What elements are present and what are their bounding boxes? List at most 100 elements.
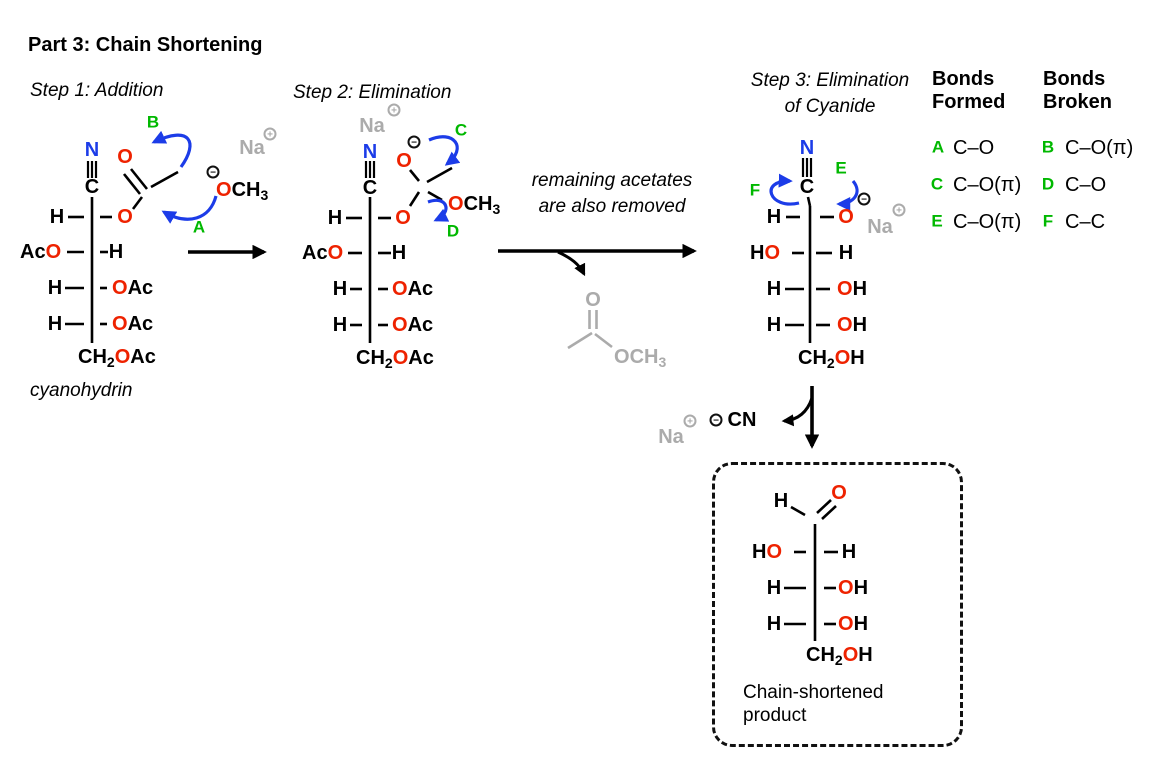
step3-label: Step 3: Elimination of Cyanide (751, 68, 909, 119)
s3-nitrile-n: N (799, 137, 815, 159)
legend-bond-a: C–O (953, 137, 995, 159)
s1-c1-h: H (49, 206, 65, 228)
step1-skeleton (65, 161, 179, 343)
s3-c4-oh: OH (837, 314, 868, 336)
product-c3-oh: OH (838, 577, 869, 599)
legend-bond-d: C–O (1065, 174, 1107, 196)
legend-key-f: F (1042, 211, 1054, 231)
curved-arrow-d (427, 198, 450, 222)
s2-alkoxide-o: O (396, 150, 412, 172)
step3-skeleton (785, 158, 834, 343)
cyanide-branch-arrow (781, 397, 814, 427)
s1-nitrile-n: N (84, 139, 100, 161)
curved-arrow-e (836, 179, 859, 212)
product-skeleton (784, 499, 838, 641)
s3-c2-h: H (838, 242, 854, 264)
cyanide-cn-label: CN (727, 409, 757, 431)
legend-key-c: C (930, 174, 944, 194)
s1-nitrile-c: C (84, 176, 100, 198)
legend-key-d: D (1041, 174, 1055, 194)
s2-c3-oac: OAc (392, 278, 434, 300)
product-aldehyde-o: O (831, 482, 847, 504)
cyanide-sodium-label: Na (658, 426, 684, 448)
s1-c2-aco: AcO (20, 241, 62, 263)
s1-molecule-caption: cyanohydrin (30, 380, 133, 401)
s3-c5-ch2oh: CH2OH (798, 347, 865, 371)
s1-c4-h: H (47, 313, 63, 335)
s1-c5-ch2oac: CH2OAc (78, 346, 156, 370)
s3-nitrile-c: C (799, 176, 815, 198)
legend-bond-c: C–O(π) (953, 174, 1022, 196)
legend-broken-header: Bonds Broken (1043, 68, 1112, 113)
s1-c3-h: H (47, 277, 63, 299)
s1-arrow-label-a: A (192, 217, 206, 237)
legend-bond-e: C–O(π) (953, 211, 1022, 233)
step1-label: Step 1: Addition (30, 80, 164, 101)
legend-bond-f: C–C (1065, 211, 1106, 233)
s2-nitrile-n: N (362, 141, 378, 163)
s3-c3-oh: OH (837, 278, 868, 300)
note-line2: are also removed (538, 195, 686, 217)
step3-label-line1: Step 3: Elimination (750, 70, 910, 91)
note-line1: remaining acetates (531, 170, 693, 191)
s2-ome-label: OCH3 (448, 193, 501, 217)
product-c4-h: H (766, 613, 782, 635)
product-caption-line2: product (743, 704, 807, 726)
note-text: remaining acetates are also removed (532, 168, 693, 219)
s1-methoxide-label: OCH3 (216, 179, 269, 203)
s3-c1-o: O (838, 206, 854, 228)
product-c5-ch2oh: CH2OH (806, 644, 873, 668)
product-box (712, 462, 963, 747)
s3-c1-h: H (766, 206, 782, 228)
s1-methoxide-minus-charge: − (206, 165, 220, 179)
cyanide-sodium-plus-charge: + (683, 414, 697, 428)
step2-skeleton (346, 161, 453, 343)
s1-carbonyl-o: O (117, 146, 133, 168)
curved-arrow-c (428, 135, 461, 166)
s1-c3-oac: OAc (112, 277, 154, 299)
step2-label: Step 2: Elimination (293, 82, 452, 103)
curved-arrow-a (161, 195, 218, 224)
cyanide-minus-charge: − (709, 413, 723, 427)
s2-sodium-plus-charge: + (387, 103, 401, 117)
s2-arrow-label-c: C (454, 120, 468, 140)
product-c4-oh: OH (838, 613, 869, 635)
product-aldehyde-h: H (773, 490, 789, 512)
s2-c2-h: H (391, 242, 407, 264)
s3-sodium-label: Na (867, 216, 893, 238)
s1-sodium-label: Na (239, 137, 265, 159)
s1-arrow-label-b: B (146, 112, 160, 132)
s1-c4-oac: OAc (112, 313, 154, 335)
product-c2-ho: HO (752, 541, 783, 563)
curved-arrow-f (769, 173, 800, 206)
product-caption: Chain-shortened product (743, 682, 883, 728)
product-c2-h: H (841, 541, 857, 563)
s1-c2-h: H (108, 241, 124, 263)
s2-c5-ch2oac: CH2OAc (356, 347, 434, 371)
curved-arrow-b (151, 130, 192, 168)
s1-c1-o: O (117, 206, 133, 228)
s2-c1-o: O (395, 207, 411, 229)
step3-label-line2: of Cyanide (784, 95, 876, 117)
byproduct-branch-arrow (557, 250, 586, 277)
s3-arrow-label-e: E (835, 158, 847, 178)
s3-c2-ho: HO (750, 242, 781, 264)
byproduct-skeleton (567, 310, 613, 350)
page-title: Part 3: Chain Shortening (28, 34, 263, 56)
s2-c1-h: H (327, 207, 343, 229)
legend-key-a: A (931, 137, 945, 157)
s3-arrow-label-f: F (749, 180, 761, 200)
s3-sodium-plus-charge: + (892, 203, 906, 217)
s3-c3-h: H (766, 278, 782, 300)
s2-c3-h: H (332, 278, 348, 300)
s2-nitrile-c: C (362, 177, 378, 199)
legend-bond-b: C–O(π) (1065, 137, 1134, 159)
s3-alkoxide-minus-charge: − (857, 192, 871, 206)
legend-formed-header: Bonds Formed (932, 68, 1006, 113)
product-c3-h: H (766, 577, 782, 599)
s2-alkoxide-minus-charge: − (407, 135, 421, 149)
s2-sodium-label: Na (359, 115, 385, 137)
byproduct-ome-label: OCH3 (614, 346, 667, 370)
